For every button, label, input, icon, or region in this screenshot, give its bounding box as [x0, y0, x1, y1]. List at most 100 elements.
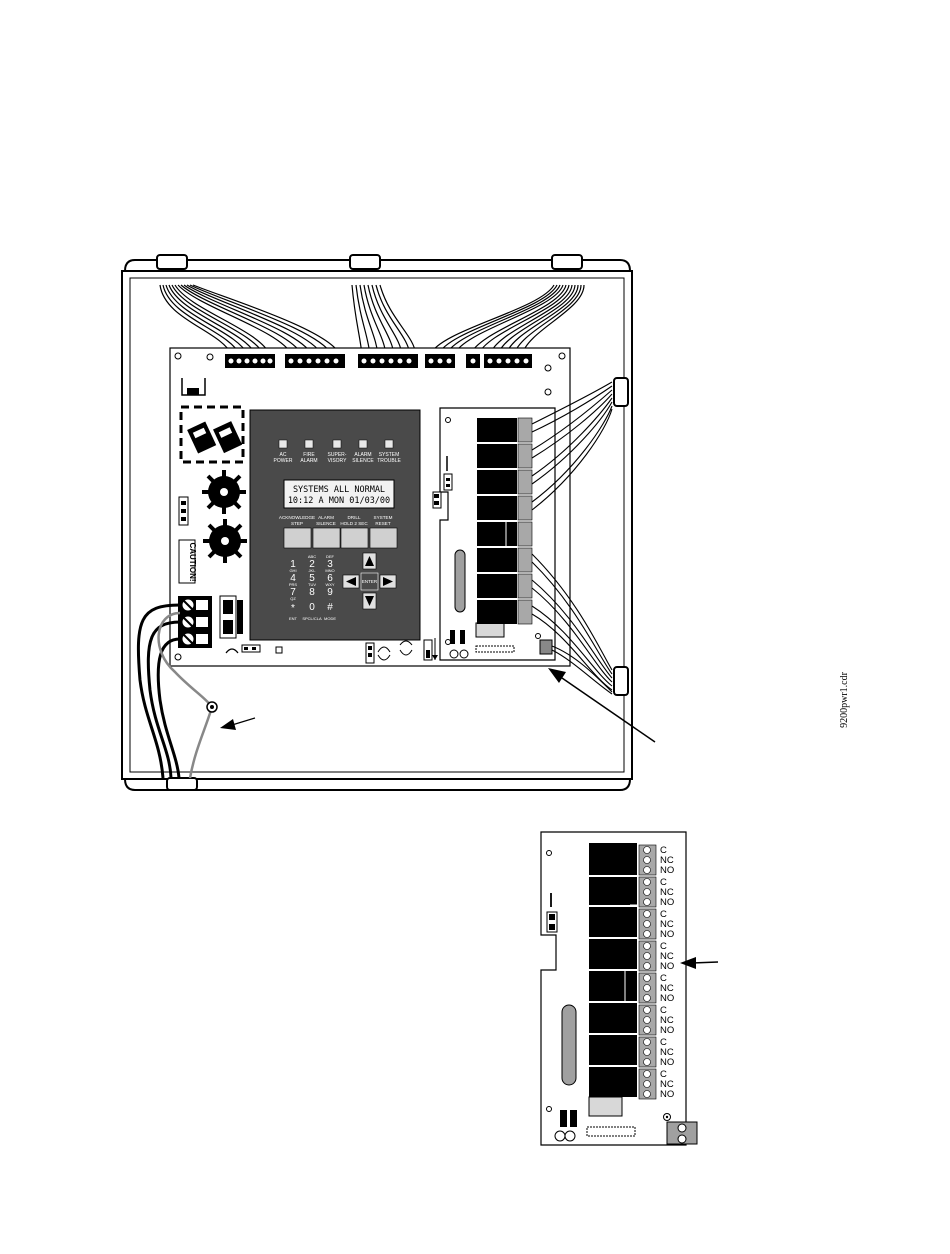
- lower-left-components: [225, 644, 283, 654]
- up-arrow-icon: [365, 556, 374, 566]
- btn-drill-label: DRILL: [347, 515, 360, 520]
- panel-face: [249, 409, 421, 641]
- key-star[interactable]: *: [291, 603, 295, 614]
- left-arrow-icon: [346, 577, 356, 586]
- knockout-top-mid: [349, 254, 381, 270]
- mount-hole: [206, 353, 214, 361]
- small-connector: [178, 496, 189, 526]
- led-fire-alarm-label: FIRE: [303, 452, 315, 458]
- key-4[interactable]: 4: [290, 573, 296, 584]
- key-8-sub: TUV: [308, 582, 316, 587]
- relay-2-c: C: [660, 877, 667, 888]
- battery-connector: [219, 595, 243, 639]
- key-6[interactable]: 6: [327, 573, 333, 584]
- caution-label-group: CAUTION!: [178, 539, 197, 584]
- relay-8-c: C: [660, 1069, 667, 1080]
- knockout-bottom: [166, 777, 198, 791]
- relay-7-no: NO: [660, 1057, 674, 1068]
- btn-alarm-silence-label-2: SILENCE: [316, 521, 336, 526]
- relay-3-c: C: [660, 909, 667, 920]
- knockout-top-left: [156, 254, 188, 270]
- key-star-sub: QZ: [290, 596, 296, 601]
- key-3-sub: DEF: [326, 554, 335, 559]
- relay-6-nc: NC: [660, 1015, 674, 1026]
- key-5[interactable]: 5: [309, 573, 315, 584]
- key-1[interactable]: 1: [290, 559, 296, 570]
- key-8[interactable]: 8: [309, 587, 315, 598]
- knockout-top-right: [551, 254, 583, 270]
- drill-button[interactable]: [340, 527, 369, 549]
- acknowledge-button[interactable]: [283, 527, 312, 549]
- key-4-sub: GHI: [289, 568, 296, 573]
- key-3[interactable]: 3: [327, 559, 333, 570]
- relay-5-no: NO: [660, 993, 674, 1004]
- key-hash[interactable]: #: [327, 602, 333, 613]
- mount-hole: [174, 352, 182, 360]
- led-supervisory-label: SUPER-: [328, 452, 347, 458]
- led-supervisory-label-2: VISORY: [328, 458, 347, 464]
- mount-hole: [174, 653, 182, 661]
- key-7-sub: PRS: [289, 582, 298, 587]
- led-system-trouble-label: SYSTEM: [379, 452, 400, 458]
- relay-3-no: NO: [660, 929, 674, 940]
- relay-2-no: NO: [660, 897, 674, 908]
- key-hash-sub: .: [329, 596, 330, 601]
- led-ac-power-label: AC: [280, 452, 287, 458]
- relay-terminal-labels: C NC NO C NC NO C NC NO C NC NO C NC NO …: [660, 845, 674, 1100]
- relay-board-pointer-arrow: [548, 668, 656, 743]
- relay-5-nc: NC: [660, 983, 674, 994]
- cabinet-bottom-flange: [124, 778, 631, 791]
- relay-1-nc: NC: [660, 855, 674, 866]
- led-system-trouble-label-2: TROUBLE: [377, 458, 401, 464]
- system-reset-button[interactable]: [369, 527, 398, 549]
- cabinet-inner: [129, 277, 625, 773]
- key-0[interactable]: 0: [309, 602, 315, 613]
- mount-hole: [558, 352, 566, 360]
- relay-8-nc: NC: [660, 1079, 674, 1090]
- relay-4-c: C: [660, 941, 667, 952]
- btn-drill-label-2: HOLD 2 SEC: [340, 521, 368, 526]
- knockout-right-top: [613, 377, 629, 407]
- btn-acknowledge-label-2: STEP: [291, 521, 303, 526]
- led-ac-power-label-2: POWER: [274, 458, 293, 464]
- knockout-right-bottom: [613, 666, 629, 696]
- btn-system-reset-label: SYSTEM: [374, 515, 393, 520]
- piezo-transformer-1: [202, 470, 246, 514]
- btn-system-reset-label-2: RESET: [375, 521, 391, 526]
- ground-arrow: [220, 717, 256, 730]
- mount-hole: [544, 364, 552, 372]
- right-arrow-icon: [383, 577, 393, 586]
- key-2-sub: ABC: [308, 554, 316, 559]
- btn-alarm-silence-label: ALARM: [318, 515, 334, 520]
- top-terminal-blocks: [225, 354, 532, 368]
- fuse-area: [179, 405, 245, 464]
- field-wiring-top: [159, 284, 585, 356]
- arrow-keys: ENTER: [342, 552, 397, 610]
- panel-jumpers: [365, 638, 438, 664]
- relay-7-c: C: [660, 1037, 667, 1048]
- ac-wiring: [136, 603, 214, 779]
- relay-7-nc: NC: [660, 1047, 674, 1058]
- down-arrow-icon: [365, 596, 374, 606]
- key-7[interactable]: 7: [290, 587, 296, 598]
- relay-1-c: C: [660, 845, 667, 856]
- enter-key[interactable]: [360, 572, 379, 591]
- mount-hole: [544, 388, 552, 396]
- relay-2-nc: NC: [660, 887, 674, 898]
- alarm-silence-button[interactable]: [312, 527, 341, 549]
- relay-8-no: NO: [660, 1089, 674, 1100]
- key-9-sub: WXY: [325, 582, 334, 587]
- piezo-transformer-2: [203, 519, 247, 563]
- relay-detail-arrow: [680, 957, 719, 969]
- relay-1-no: NO: [660, 865, 674, 876]
- key-9[interactable]: 9: [327, 587, 333, 598]
- relay-field-wiring: [531, 381, 613, 695]
- enter-key-label: ENTER: [362, 579, 378, 584]
- key-2[interactable]: 2: [309, 559, 315, 570]
- mounted-relays: [477, 417, 533, 625]
- key-6-sub: MNO: [325, 568, 334, 573]
- annunciator-panel: AC POWER FIRE ALARM SUPER- VISORY ALARM …: [249, 409, 421, 641]
- ac-terminal-block: [178, 596, 212, 648]
- led-row: [278, 439, 394, 449]
